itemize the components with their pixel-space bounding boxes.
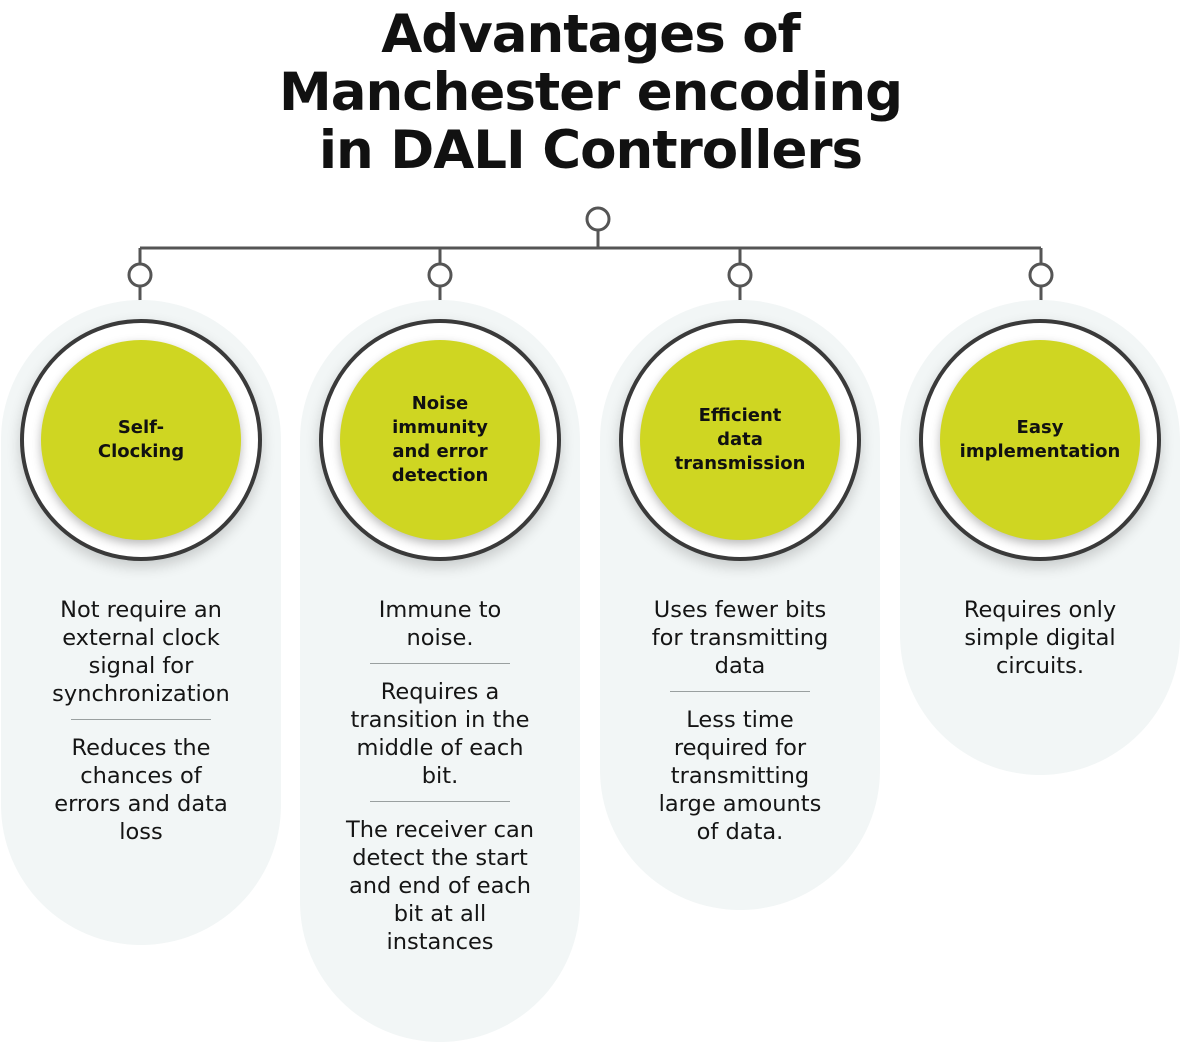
advantage-points: Not require an external clock signal for…	[1, 596, 281, 846]
point-divider	[370, 801, 510, 802]
advantage-heading: Easy implementation	[959, 417, 1121, 462]
advantage-heading: Self- Clocking	[97, 417, 185, 462]
branch-node-1	[127, 262, 153, 288]
heading-ring: Self- Clocking	[20, 319, 262, 561]
point-divider	[670, 691, 810, 692]
advantage-point: Reduces the chances of errors and data l…	[54, 735, 228, 845]
heading-ring: Efficient data transmission	[619, 319, 861, 561]
advantage-point: Requires a transition in the middle of e…	[350, 679, 530, 789]
heading-ring: Noise immunity and error detection	[319, 319, 561, 561]
diagram-title: Advantages of Manchester encoding in DAL…	[0, 6, 1181, 180]
point-divider	[370, 663, 510, 664]
advantage-column-noise-immunity: Noise immunity and error detection Immun…	[300, 300, 580, 1042]
root-node	[585, 206, 611, 232]
branch-node-4	[1028, 262, 1054, 288]
advantage-point: Uses fewer bits for transmitting data	[651, 597, 829, 679]
advantage-points: Uses fewer bits for transmitting data Le…	[600, 596, 880, 846]
advantage-column-easy-implementation: Easy implementation Requires only simple…	[900, 300, 1180, 775]
advantage-heading: Noise immunity and error detection	[391, 393, 489, 486]
heading-ring: Easy implementation	[919, 319, 1161, 561]
heading-disc: Efficient data transmission	[640, 340, 840, 540]
advantage-points: Requires only simple digital circuits.	[900, 596, 1180, 680]
heading-disc: Self- Clocking	[41, 340, 241, 540]
advantage-points: Immune to noise. Requires a transition i…	[300, 596, 580, 956]
heading-disc: Noise immunity and error detection	[340, 340, 540, 540]
heading-disc: Easy implementation	[940, 340, 1140, 540]
title-line-2: Manchester encoding	[278, 62, 903, 123]
advantage-point: Not require an external clock signal for…	[52, 597, 230, 707]
point-divider	[71, 719, 211, 720]
branch-node-3	[727, 262, 753, 288]
advantage-column-self-clocking: Self- Clocking Not require an external c…	[1, 300, 281, 945]
advantage-point: Less time required for transmitting larg…	[658, 707, 822, 845]
advantage-heading: Efficient data transmission	[674, 405, 806, 474]
title-line-3: in DALI Controllers	[318, 120, 863, 181]
advantage-column-efficient-transmission: Efficient data transmission Uses fewer b…	[600, 300, 880, 910]
advantage-point: Requires only simple digital circuits.	[963, 597, 1117, 679]
branch-node-2	[427, 262, 453, 288]
advantage-point: Immune to noise.	[378, 597, 502, 651]
title-line-1: Advantages of	[381, 4, 800, 65]
advantage-point: The receiver can detect the start and en…	[345, 817, 535, 955]
